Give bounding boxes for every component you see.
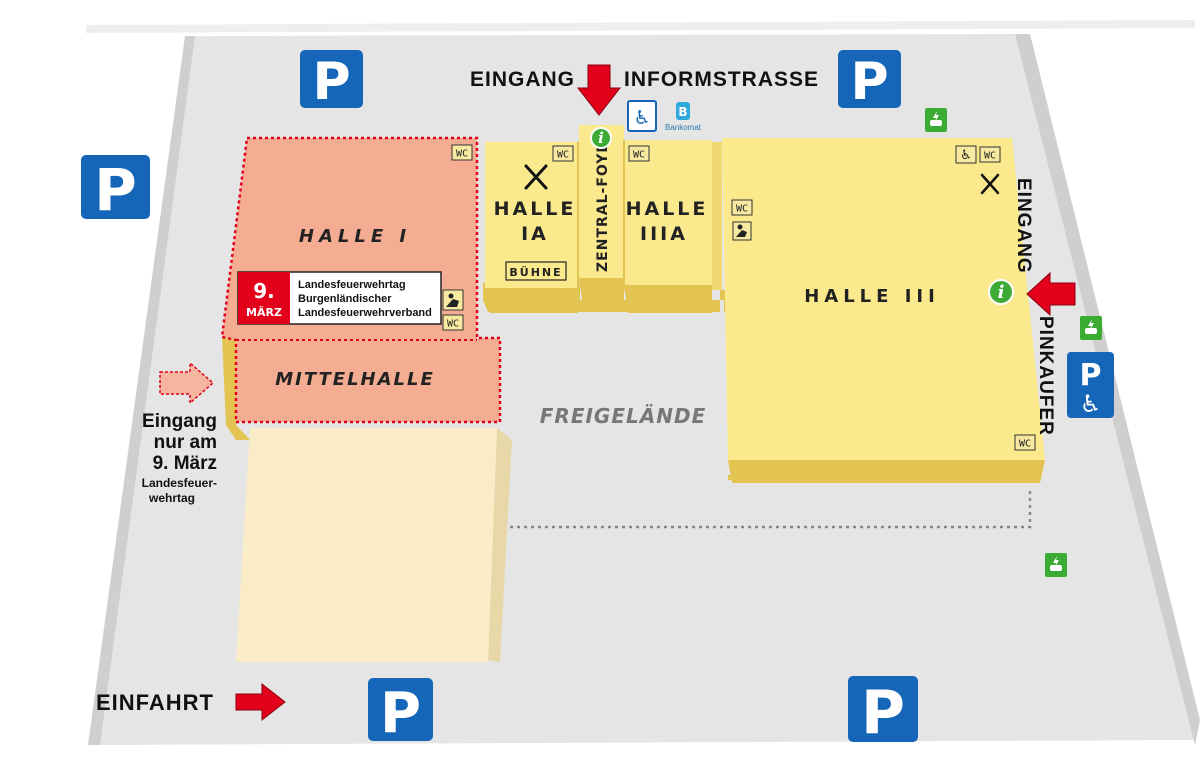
halle-ia-label-1: HALLE [494,198,577,220]
entrance-east-arrow-icon [1026,271,1076,317]
special-entrance-line-1: Eingang [142,411,217,432]
svg-text:i: i [998,282,1005,303]
ev-charging-icon [1045,553,1067,577]
wheelchair-icon: ♿ [627,100,657,132]
restaurant-icon [524,164,548,190]
svg-text:P: P [380,681,421,746]
info-icon: i [590,127,612,149]
entrance-arrow-icon [576,64,622,116]
street-label: INFORMSTRASSE [624,68,819,91]
svg-text:WC: WC [456,149,468,160]
svg-text:WC: WC [557,150,569,161]
svg-text:P: P [1080,358,1102,393]
parking-icon: P [838,50,901,112]
event-line-2: Burgenländischer [298,293,392,305]
special-entrance-line-4: Landesfeuer- [142,476,217,490]
ground-left-edge [88,36,195,745]
halle-ia-label-2: IA [521,223,549,245]
freigelaende-fence [510,487,1032,529]
svg-text:P: P [312,52,350,112]
buehne-label: BÜHNE [509,265,562,279]
cream-hall-side [488,428,512,662]
wheelchair-wc-icon: ♿ [955,145,977,164]
east-entrance-label: EINGANG [1013,178,1034,274]
halle-iii-label: HALLE III [804,286,940,307]
buehne-label-box: BÜHNE [505,261,567,281]
halle-iiia-label-2: IIIA [640,223,688,245]
freigelaende-label: FREIGELÄNDE [540,404,706,428]
parking-icon: P [368,678,433,746]
parking-icon: P [848,676,918,748]
bankomat-icon: B Bankomat [665,102,702,132]
event-line-3: Landesfeuerwehrverband [298,307,432,319]
svg-text:P: P [94,156,137,224]
svg-text:♿: ♿ [633,107,650,129]
wc-icon: WC [552,145,574,162]
event-line-1: Landesfeuerwehrtag [298,279,406,291]
svg-text:Bankomat: Bankomat [665,123,702,132]
event-box: 9. MÄRZ Landesfeuerwehrtag Burgenländisc… [237,271,442,325]
parking-icon: P [300,50,363,112]
foyer-shadow [579,278,624,300]
event-day: 9. [253,279,275,303]
foyer-label: ZENTRAL-FOYER [595,130,611,272]
svg-text:i: i [598,129,604,147]
wc-icon: WC [979,146,1001,163]
wc-icon: WC [1014,434,1036,451]
special-entrance-arrow-icon [159,361,215,405]
wc-icon: WC [628,145,650,162]
wc-icon: WC [451,144,473,161]
special-entrance-line-3: 9. März [153,453,217,474]
entrance-label: EINGANG [470,68,575,91]
einfahrt-label: EINFAHRT [96,690,214,715]
halle-iii-shadow [728,460,1045,483]
halle-iiia-block [624,140,712,285]
event-month: MÄRZ [246,305,282,319]
svg-text:P: P [861,678,905,748]
svg-text:P: P [850,52,888,112]
wc-icon: WC [731,199,753,216]
baby-change-icon [442,289,464,311]
halle-iiia-shadow [624,285,712,313]
ev-charging-icon [1080,316,1102,340]
wc-icon: WC [442,314,464,331]
special-entrance-line-5: wehrtag [148,491,195,505]
parking-accessible-icon: P ♿ [1067,352,1114,418]
svg-text:WC: WC [1019,439,1031,450]
svg-text:WC: WC [447,319,459,330]
halle-ia-shadow [485,288,578,313]
svg-text:WC: WC [633,150,645,161]
svg-text:B: B [678,105,687,119]
east-street-label: PINKAUFER [1035,316,1056,436]
baby-change-icon [732,221,752,241]
special-entrance-note: Eingang nur am 9. März Landesfeuer- wehr… [142,411,217,505]
halle-iii-block [722,138,1045,460]
svg-text:WC: WC [736,204,748,215]
top-road-edge [86,20,1195,33]
einfahrt-arrow-icon [235,682,286,722]
parking-icon: P [81,155,150,224]
info-icon: i [988,279,1014,305]
special-entrance-line-2: nur am [154,432,217,453]
mittelhalle-label: MITTELHALLE [275,369,435,390]
connector-block [712,142,722,290]
halle-i-label: HALLE I [299,226,411,247]
svg-text:♿: ♿ [960,148,972,163]
halle-iiia-label-1: HALLE [626,198,709,220]
halle-ia-block [485,142,578,288]
ev-charging-icon [925,108,947,132]
svg-text:WC: WC [984,151,996,162]
svg-text:♿: ♿ [1080,390,1102,418]
foyer-block [579,125,624,278]
restaurant-icon [980,173,1000,195]
cream-hall [236,428,497,662]
